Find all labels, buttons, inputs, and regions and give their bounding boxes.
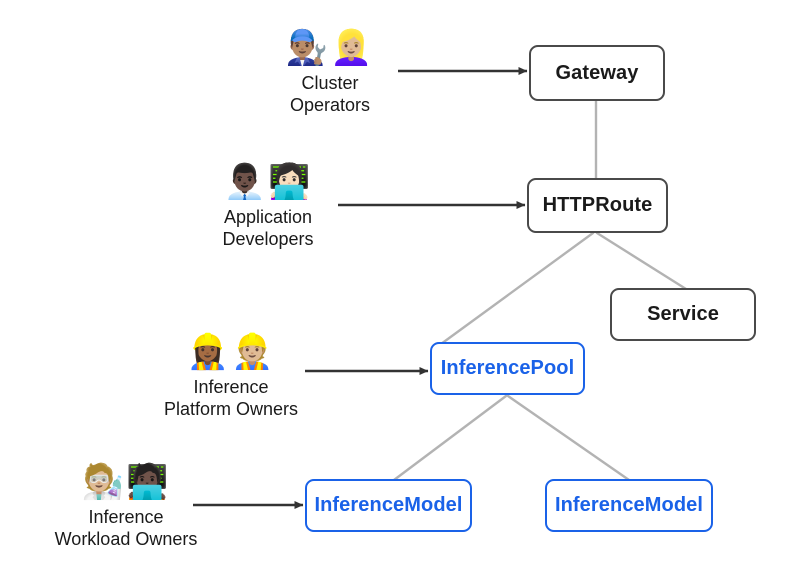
inference-workload-owners-label: Inference Workload Owners [54, 507, 198, 549]
inference-workload-owners-icon: 🧑🏼‍🔬🧑🏿‍💻 [81, 463, 171, 501]
persona-inference-platform-owners: 👷🏾‍♀️👷🏼 Inference Platform Owners [150, 332, 312, 420]
inference-platform-owners-label: Inference Platform Owners [163, 377, 299, 419]
node-inferencepool[interactable]: InferencePool [430, 342, 585, 395]
edge-inferencepool-model-right [506, 394, 631, 482]
cluster-operators-label: Cluster Operators [289, 73, 371, 115]
cluster-operators-icon: 👨🏽‍🔧👱🏼‍♀️ [285, 29, 375, 67]
persona-cluster-operators: 👨🏽‍🔧👱🏼‍♀️ Cluster Operators [255, 28, 405, 116]
application-developers-icon: 👨🏿‍💼👩🏻‍💻 [223, 163, 313, 201]
application-developers-label: Application Developers [222, 207, 314, 249]
persona-inference-workload-owners: 🧑🏼‍🔬🧑🏿‍💻 Inference Workload Owners [32, 462, 220, 550]
edge-httproute-inferencepool [439, 231, 595, 346]
edge-inferencepool-model-left [392, 394, 508, 482]
persona-application-developers: 👨🏿‍💼👩🏻‍💻 Application Developers [192, 162, 344, 250]
node-gateway[interactable]: Gateway [529, 45, 665, 101]
node-inferencemodel-left[interactable]: InferenceModel [305, 479, 472, 532]
edge-httproute-service [595, 231, 688, 291]
inference-platform-owners-icon: 👷🏾‍♀️👷🏼 [186, 333, 276, 371]
node-service[interactable]: Service [610, 288, 756, 341]
node-inferencemodel-right[interactable]: InferenceModel [545, 479, 713, 532]
node-httproute[interactable]: HTTPRoute [527, 178, 668, 233]
